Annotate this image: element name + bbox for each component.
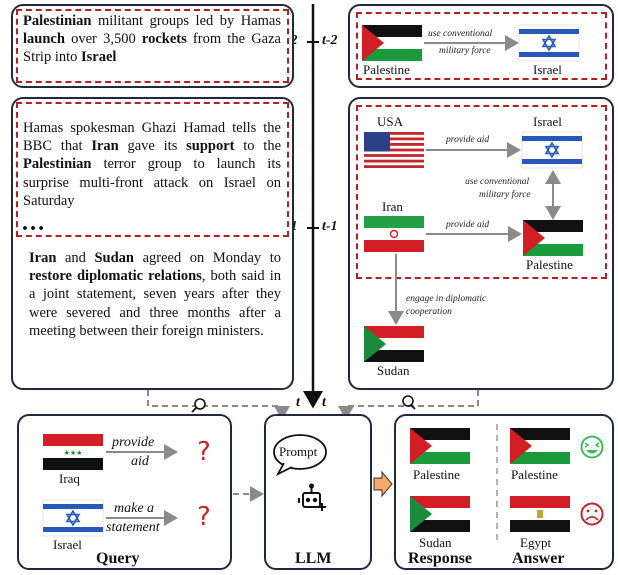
event-text-t1a: Hamas spokesman Ghazi Hamad tells the BB… [23,120,282,209]
event-highlight-t1 [16,102,289,237]
node-label-palestine-t1: Palestine [526,257,573,272]
answer-label-2: Egypt [520,535,552,550]
query-subject-israel: Israel [53,537,82,552]
node-label-sudan-t1: Sudan [377,363,410,378]
response-title: Response [408,550,473,567]
llm-title: LLM [295,550,332,567]
tick-label-t-right: t [322,395,326,410]
magnifier-icon-left [191,398,206,413]
tick-label-t1-right: t-1 [322,219,338,234]
answer-label-1: Palestine [511,467,558,482]
prompt-label: Prompt [279,444,318,459]
relation-label-t2-line1: use conventional [428,29,493,39]
event-text-t1b: Iran and Sudan agreed on Monday to resto… [29,250,282,339]
node-label-palestine-t2: Palestine [363,62,410,77]
relation-label-pal-israel-line1: use conventional [465,177,530,187]
graph-highlight-t2 [356,12,607,80]
question-mark-icon-2: ? [197,502,211,532]
query-subject-iraq: Iraq [59,471,80,486]
node-label-usa: USA [377,114,404,129]
relation-label-iran-sudan-line2: cooperation [406,307,452,317]
query-relation-1-line1: provide [112,435,155,450]
event-panel-t2: Palestinian militant groups led by Hamas… [11,4,294,88]
event-panel-t1: Hamas spokesman Ghazi Hamad tells the BB… [11,97,294,390]
node-label-israel-t2: Israel [533,62,562,77]
node-label-israel-t1: Israel [533,114,562,129]
graph-highlight-t1 [356,105,607,279]
relation-label-usa-israel: provide aid [446,135,490,145]
magnifier-icon-right [402,395,416,410]
query-relation-1-line2: aid [131,454,149,469]
query-relation-2-line2: statement [106,520,160,535]
node-label-iran: Iran [382,199,403,214]
question-mark-icon-1: ? [197,437,211,467]
llm-panel [264,414,372,570]
relation-label-t2-line2: military force [439,46,491,56]
relation-label-iran-palestine: provide aid [446,220,490,230]
answer-title: Answer [512,550,565,567]
query-title: Query [96,550,140,567]
event-highlight-t2 [16,9,289,83]
relation-label-pal-israel-line2: military force [479,190,531,200]
response-label-2: Sudan [419,535,452,550]
orange-arrow-icon [373,470,393,498]
response-label-1: Palestine [413,467,460,482]
relation-label-iran-sudan-line1: engage in diplomatic [406,294,487,304]
event-text-t2: Palestinian militant groups led by Hamas… [23,13,281,66]
query-relation-2-line1: make a [114,501,155,516]
ellipsis: … [21,210,45,236]
tick-label-t-left: t [296,395,300,410]
tick-label-t2-right: t-2 [322,33,338,48]
response-answer-panel [394,414,614,570]
